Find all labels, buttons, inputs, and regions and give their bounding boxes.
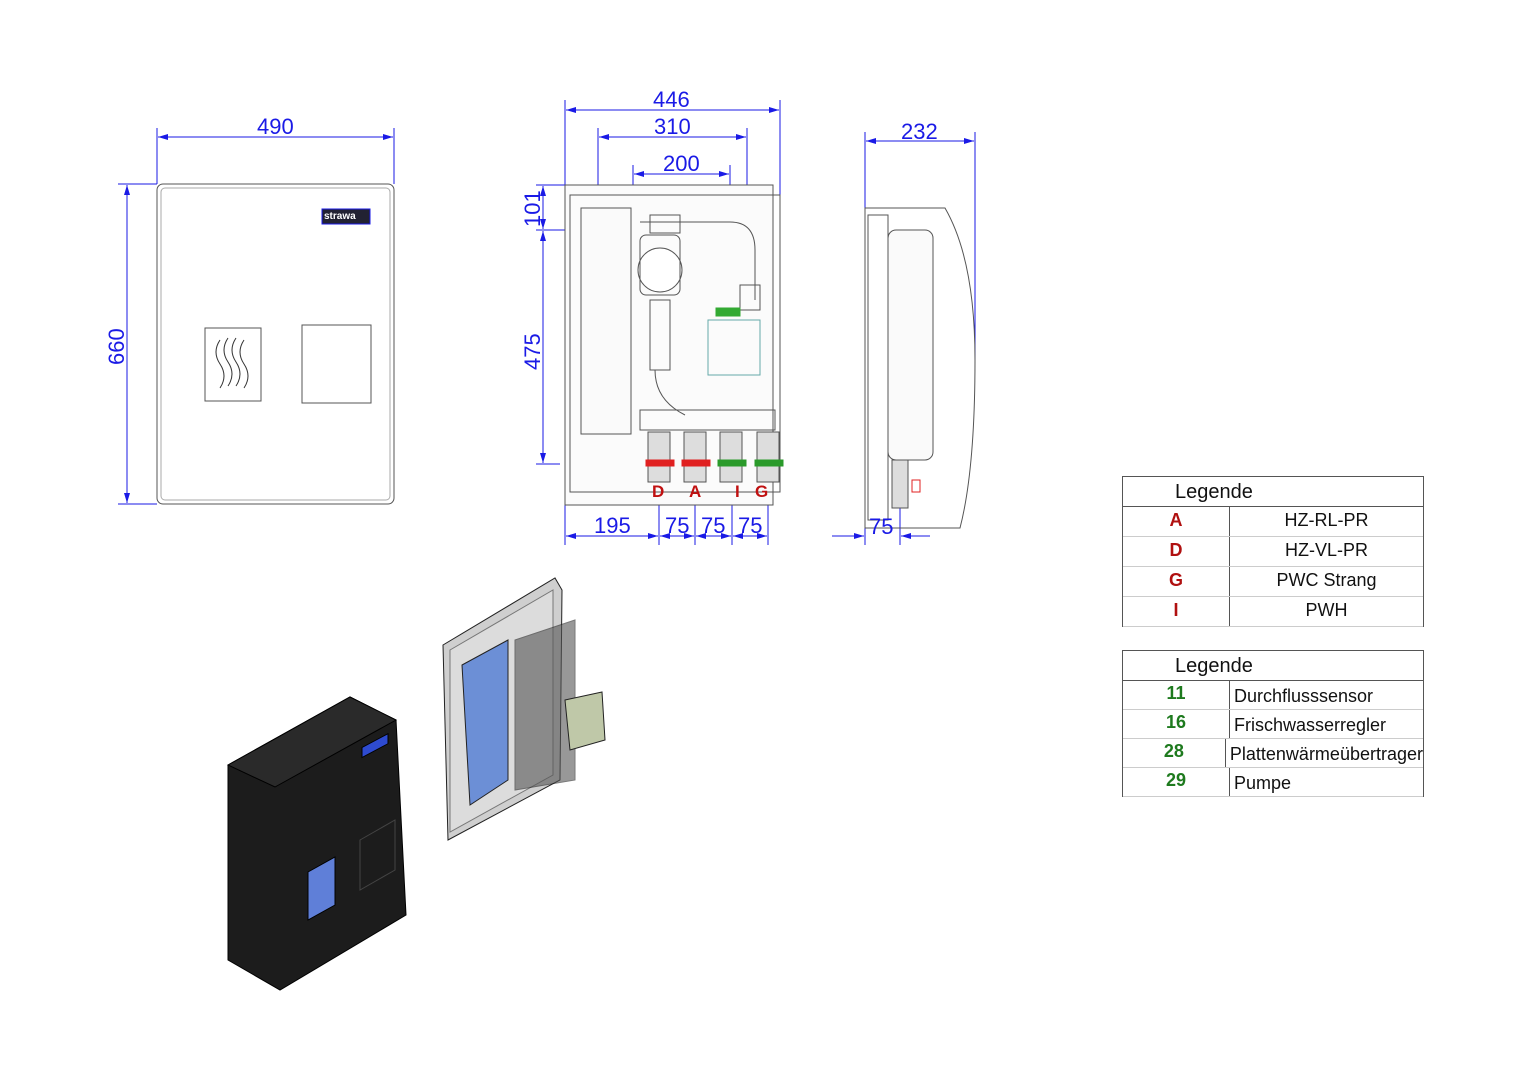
dim-446: 446 [653, 87, 690, 112]
dim-475: 475 [520, 333, 545, 370]
strawa-logo: strawa [324, 211, 356, 222]
port-valves [645, 431, 784, 483]
dim-width-front: 490 [257, 114, 294, 139]
dim-232: 232 [901, 119, 938, 144]
legend-row: D HZ-VL-PR [1123, 537, 1423, 567]
dim-75-c: 75 [738, 513, 763, 538]
legend-title: Legende [1123, 651, 1423, 681]
legend-key: 16 [1123, 710, 1230, 738]
legend-label: Plattenwärmeübertrager [1229, 744, 1423, 764]
open-unit-3d [442, 577, 606, 841]
legend-row: A HZ-RL-PR [1123, 507, 1423, 537]
dim-75-side: 75 [869, 514, 894, 539]
port-label-a: A [689, 482, 702, 501]
legend-label: Durchflusssensor [1234, 686, 1374, 706]
legend-key: I [1123, 597, 1230, 626]
dim-75-b: 75 [701, 513, 726, 538]
open-view [564, 184, 784, 506]
dim-195: 195 [594, 513, 631, 538]
port-label-g: G [755, 482, 769, 501]
legend-label: Pumpe [1234, 773, 1292, 793]
dim-101: 101 [520, 190, 545, 227]
legend-row: G PWC Strang [1123, 567, 1423, 597]
dim-height-front: 660 [104, 328, 129, 365]
dim-75-a: 75 [665, 513, 690, 538]
port-label-d: D [652, 482, 665, 501]
legend-label: PWC Strang [1276, 570, 1377, 590]
legend-label: Frischwasserregler [1234, 715, 1387, 735]
side-view [864, 207, 976, 529]
legend-label: HZ-VL-PR [1284, 540, 1368, 560]
legend-key: 29 [1123, 768, 1230, 796]
legend-label: HZ-RL-PR [1284, 510, 1369, 530]
port-label-i: I [735, 482, 740, 501]
legend-row: I PWH [1123, 597, 1423, 627]
closed-unit-3d [226, 696, 407, 991]
dimension-lines [118, 100, 976, 545]
legend-key: 28 [1123, 739, 1226, 767]
legend-key: D [1123, 537, 1230, 566]
dim-310: 310 [654, 114, 691, 139]
legend-key: G [1123, 567, 1230, 596]
dim-200: 200 [663, 151, 700, 176]
legend-key: A [1123, 507, 1230, 536]
legend-label: PWH [1305, 600, 1348, 620]
legend-key: 11 [1123, 681, 1230, 709]
front-view [156, 183, 395, 505]
legend-title: Legende [1123, 477, 1423, 507]
